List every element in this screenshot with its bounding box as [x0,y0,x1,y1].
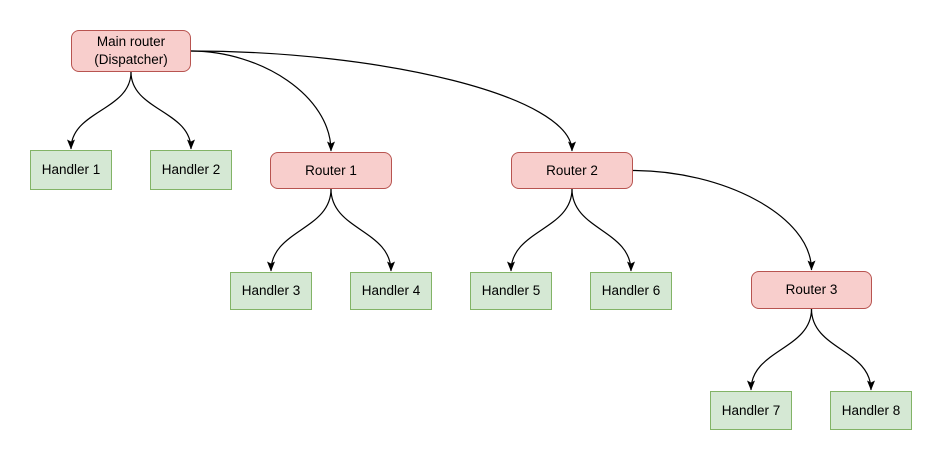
edge-router1-to-handler4 [330,188,395,272]
node-main-router: Main router (Dispatcher) [71,30,191,72]
node-handler-6: Handler 6 [590,272,672,310]
edge-router2-to-router3 [632,169,816,271]
node-handler-5-label: Handler 5 [481,283,541,299]
edge-main-to-router1 [190,50,335,152]
node-handler-7-label: Handler 7 [721,402,781,418]
edge-router3-to-handler8 [810,308,875,391]
node-handler-8-label: Handler 8 [841,402,901,418]
node-handler-1-label: Handler 1 [41,162,101,178]
node-router-1: Router 1 [270,152,392,189]
node-router-3-label: Router 3 [785,282,838,298]
node-handler-5: Handler 5 [470,272,552,310]
edge-router3-to-handler7 [747,308,813,391]
edge-main-to-handler2 [130,71,195,150]
edge-router2-to-handler6 [571,188,635,272]
edge-main-to-router2 [190,50,576,152]
edge-main-to-handler1 [67,71,132,150]
node-handler-2-label: Handler 2 [161,162,221,178]
node-handler-3: Handler 3 [230,272,312,310]
node-handler-7: Handler 7 [710,391,792,430]
node-handler-6-label: Handler 6 [601,283,661,299]
node-handler-1: Handler 1 [30,150,112,190]
node-handler-3-label: Handler 3 [241,283,301,299]
node-handler-4-label: Handler 4 [361,283,421,299]
edge-router2-to-handler5 [507,188,573,272]
node-handler-2: Handler 2 [150,150,232,190]
node-router-3: Router 3 [751,271,872,309]
edge-router1-to-handler3 [267,188,332,272]
node-handler-4: Handler 4 [350,272,432,310]
node-router-2: Router 2 [511,152,633,189]
node-handler-8: Handler 8 [830,391,912,430]
node-main-router-label: Main router (Dispatcher) [94,34,168,67]
node-router-2-label: Router 2 [546,162,598,178]
node-router-1-label: Router 1 [305,162,357,178]
